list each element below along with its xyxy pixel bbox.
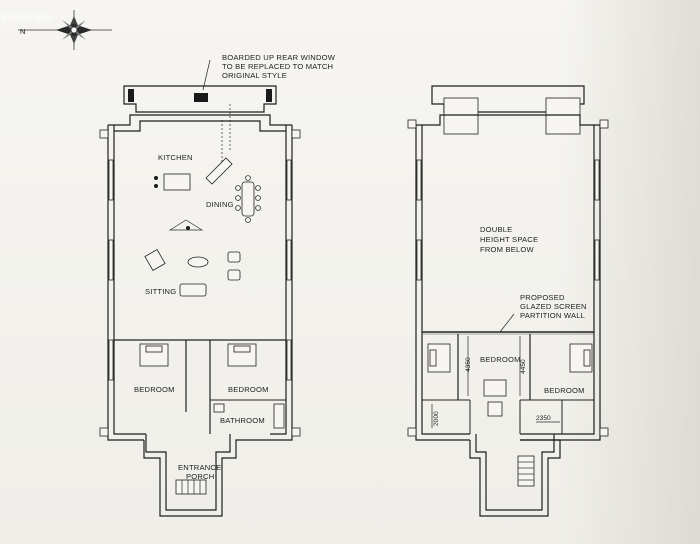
- watermark: property.ie: [2, 11, 53, 23]
- sofa: [179, 283, 207, 297]
- dimension-2350: 2350: [536, 415, 551, 422]
- ground-floor-plan: KITCHEN DINING SITTING BEDROOM BEDROOM B…: [99, 59, 301, 517]
- room-label-entrance: ENTRANCE: [178, 463, 221, 472]
- coffee-table: [187, 256, 209, 268]
- label-height-space: HEIGHT SPACE: [480, 235, 538, 244]
- room-label-kitchen: KITCHEN: [158, 153, 193, 162]
- room-label-dining: DINING: [206, 200, 234, 209]
- room-label-bedroom-right: BEDROOM: [228, 385, 269, 394]
- room-label-sitting: SITTING: [145, 287, 176, 296]
- label-partition-wall: PARTITION WALL: [520, 311, 585, 320]
- label-proposed: PROPOSED: [520, 293, 565, 302]
- dining-table: [241, 181, 255, 217]
- label-glazed-screen: GLAZED SCREEN: [520, 302, 587, 311]
- label-double: DOUBLE: [480, 225, 512, 234]
- kitchen-island: [163, 173, 191, 191]
- room-label-bathroom: BATHROOM: [220, 416, 265, 425]
- dimension-4350: 4350: [465, 357, 472, 372]
- annotation-rear-window-line3: ORIGINAL STYLE: [222, 71, 287, 80]
- armchair: [144, 249, 166, 271]
- room-label-upper-bedroom-left: BEDROOM: [480, 355, 521, 364]
- compass-rose-icon: N: [18, 10, 112, 50]
- paper-shadow: [560, 0, 700, 544]
- room-label-bedroom-left: BEDROOM: [134, 385, 175, 394]
- annotation-rear-window-line1: BOARDED UP REAR WINDOW: [222, 53, 336, 62]
- compass-north-label: N: [20, 27, 26, 36]
- rear-window: [194, 93, 208, 102]
- upper-floor-plan: DOUBLE HEIGHT SPACE FROM BELOW PROPOSED …: [407, 85, 609, 517]
- room-label-porch: PORCH: [186, 472, 214, 481]
- dimension-2000: 2000: [433, 411, 440, 426]
- annotation-rear-window-line2: TO BE REPLACED TO MATCH: [222, 62, 333, 71]
- dimension-4450: 4450: [520, 359, 527, 374]
- label-from-below: FROM BELOW: [480, 245, 535, 254]
- room-label-upper-bedroom-right: BEDROOM: [544, 386, 585, 395]
